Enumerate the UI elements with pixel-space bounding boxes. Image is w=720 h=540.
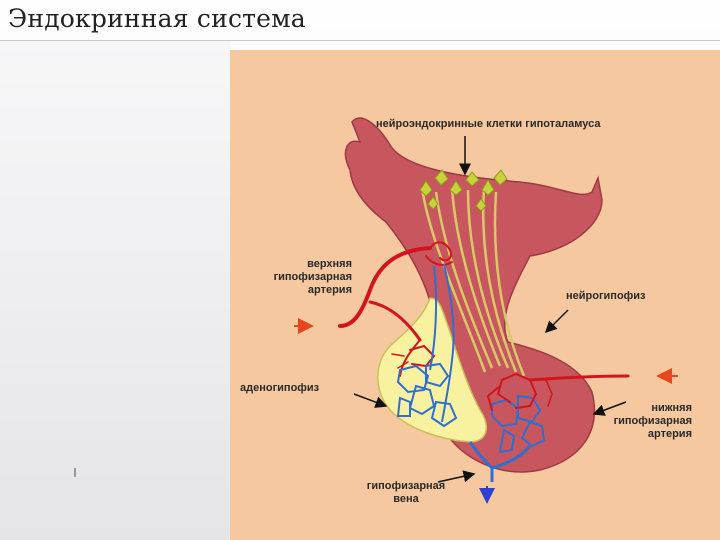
label-adenohypophysis: аденогипофиз — [240, 382, 320, 394]
neuroendocrine-cells — [419, 169, 508, 212]
label-vein: гипофизарная вена — [366, 480, 446, 505]
left-background-panel — [0, 41, 230, 540]
slide-title: Эндокринная система — [8, 4, 306, 33]
arrow-vein-label — [437, 470, 476, 483]
pituitary-diagram: нейроэндокринные клетки гипоталамуса вер… — [230, 50, 720, 540]
superior-artery — [338, 241, 453, 377]
arrow-inferior-label — [592, 401, 627, 416]
label-neurohypophysis: нейрогипофиз — [566, 290, 646, 302]
adenohypophysis-tissue — [377, 297, 488, 443]
label-superior-artery: верхняя гипофизарная артерия — [273, 258, 352, 296]
inferior-artery — [486, 372, 630, 411]
label-inferior-artery: нижняя гипофизарная артерия — [613, 402, 692, 440]
stray-mark — [74, 468, 76, 477]
pituitary-illustration — [294, 117, 678, 504]
arrow-neurohypophysis — [544, 309, 569, 334]
label-hypothalamus-cells: нейроэндокринные клетки гипоталамуса — [376, 118, 601, 130]
title-divider — [0, 40, 720, 41]
annotation-arrows — [294, 136, 678, 504]
portal-vessels — [396, 263, 546, 482]
arrow-adenohypophysis — [353, 393, 388, 408]
